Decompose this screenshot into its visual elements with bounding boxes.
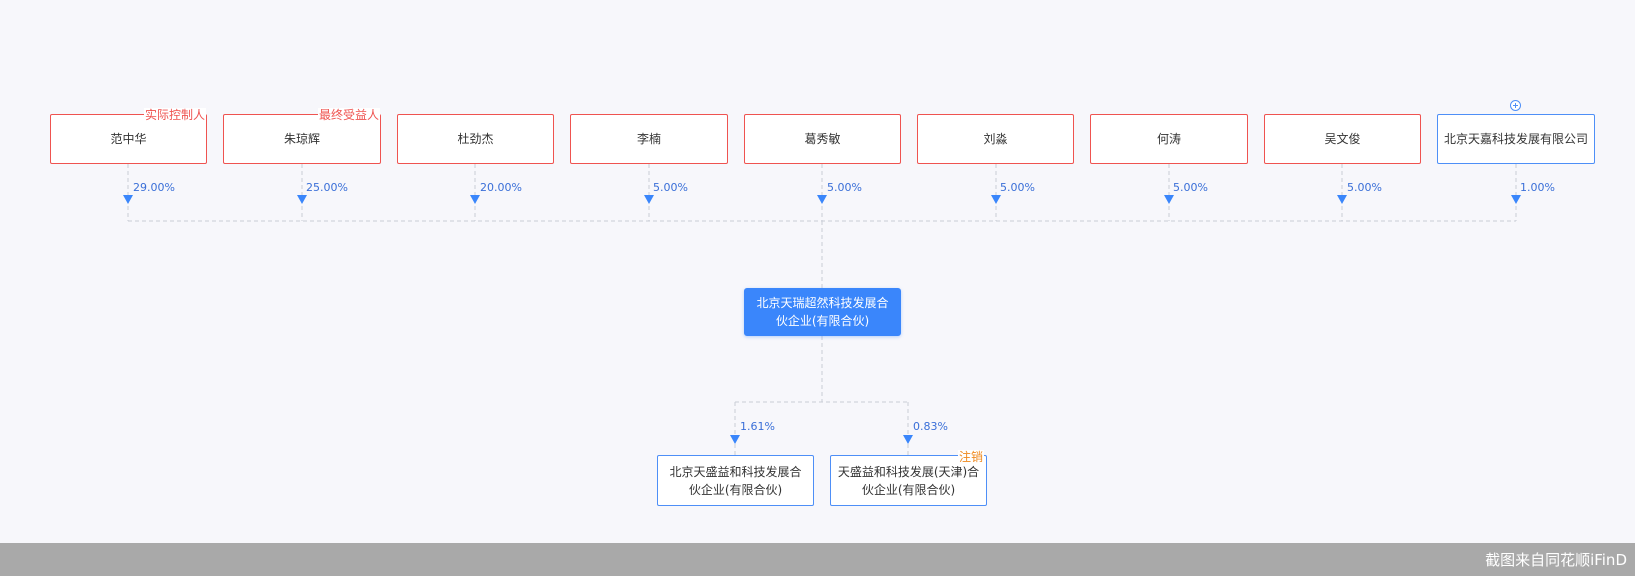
shareholder-name: 北京天嘉科技发展有限公司 (1444, 132, 1589, 146)
shareholding-percent: 5.00% (827, 181, 862, 194)
center-company-node[interactable]: 北京天瑞超然科技发展合伙企业(有限合伙) (744, 288, 901, 336)
shareholding-arrow (297, 195, 307, 204)
shareholder-company-node[interactable]: 北京天嘉科技发展有限公司 (1437, 114, 1595, 164)
shareholder-name: 刘淼 (983, 132, 1008, 146)
shareholding-arrow (1511, 195, 1521, 204)
cancelled-status-tag: 注销 (958, 450, 985, 464)
shareholder-node[interactable]: 杜劲杰 (397, 114, 554, 164)
ultimate-beneficiary-tag: 最终受益人 (318, 108, 381, 122)
shareholding-arrow (1164, 195, 1174, 204)
investment-percent: 1.61% (740, 420, 775, 433)
shareholder-node[interactable]: 李楠 (570, 114, 728, 164)
shareholder-name: 葛秀敏 (804, 132, 841, 146)
invested-company-name: 北京天盛益和科技发展合伙企业(有限合伙) (669, 464, 802, 497)
shareholder-node[interactable]: 刘淼 (917, 114, 1074, 164)
shareholding-percent: 29.00% (133, 181, 175, 194)
shareholding-percent: 1.00% (1520, 181, 1555, 194)
shareholder-node[interactable]: 朱琼辉 (223, 114, 381, 164)
shareholder-name: 吴文俊 (1324, 132, 1361, 146)
investment-percent: 0.83% (913, 420, 948, 433)
shareholder-name: 朱琼辉 (283, 132, 320, 146)
shareholding-percent: 5.00% (1000, 181, 1035, 194)
invested-company-node[interactable]: 北京天盛益和科技发展合伙企业(有限合伙) (657, 455, 814, 506)
shareholder-name: 杜劲杰 (457, 132, 494, 146)
source-watermark: 截图来自同花顺iFinD (1485, 551, 1627, 569)
shareholding-arrow (644, 195, 654, 204)
shareholding-percent: 5.00% (653, 181, 688, 194)
investment-arrow (903, 435, 913, 444)
equity-structure-diagram: 范中华 朱琼辉 杜劲杰 李楠 葛秀敏 刘淼 何涛 吴文俊 北京天嘉科技发展有限公… (50, 100, 1595, 506)
shareholder-node[interactable]: 吴文俊 (1264, 114, 1421, 164)
shareholder-node[interactable]: 葛秀敏 (744, 114, 901, 164)
shareholding-arrow (817, 195, 827, 204)
center-company-name: 北京天瑞超然科技发展合伙企业(有限合伙) (756, 296, 889, 328)
shareholder-name: 范中华 (110, 132, 147, 146)
shareholder-node[interactable]: 范中华 (50, 114, 207, 164)
actual-controller-tag: 实际控制人 (144, 108, 207, 122)
shareholding-arrow (470, 195, 480, 204)
shareholder-name: 李楠 (636, 132, 661, 146)
shareholding-arrow (1337, 195, 1347, 204)
connector-lines (123, 164, 1521, 455)
shareholding-percent: 5.00% (1173, 181, 1208, 194)
shareholder-node[interactable]: 何涛 (1090, 114, 1248, 164)
shareholder-name: 何涛 (1156, 132, 1181, 146)
shareholding-arrow (123, 195, 133, 204)
shareholding-percent: 25.00% (306, 181, 348, 194)
shareholding-percent: 20.00% (480, 181, 522, 194)
invested-company-name: 天盛益和科技发展(天津)合伙企业(有限合伙) (837, 464, 980, 497)
footer-bar: 截图来自同花顺iFinD (0, 543, 1635, 576)
investment-arrow (730, 435, 740, 444)
expand-plus-icon[interactable] (1510, 100, 1521, 111)
shareholding-percent: 5.00% (1347, 181, 1382, 194)
shareholding-arrow (991, 195, 1001, 204)
